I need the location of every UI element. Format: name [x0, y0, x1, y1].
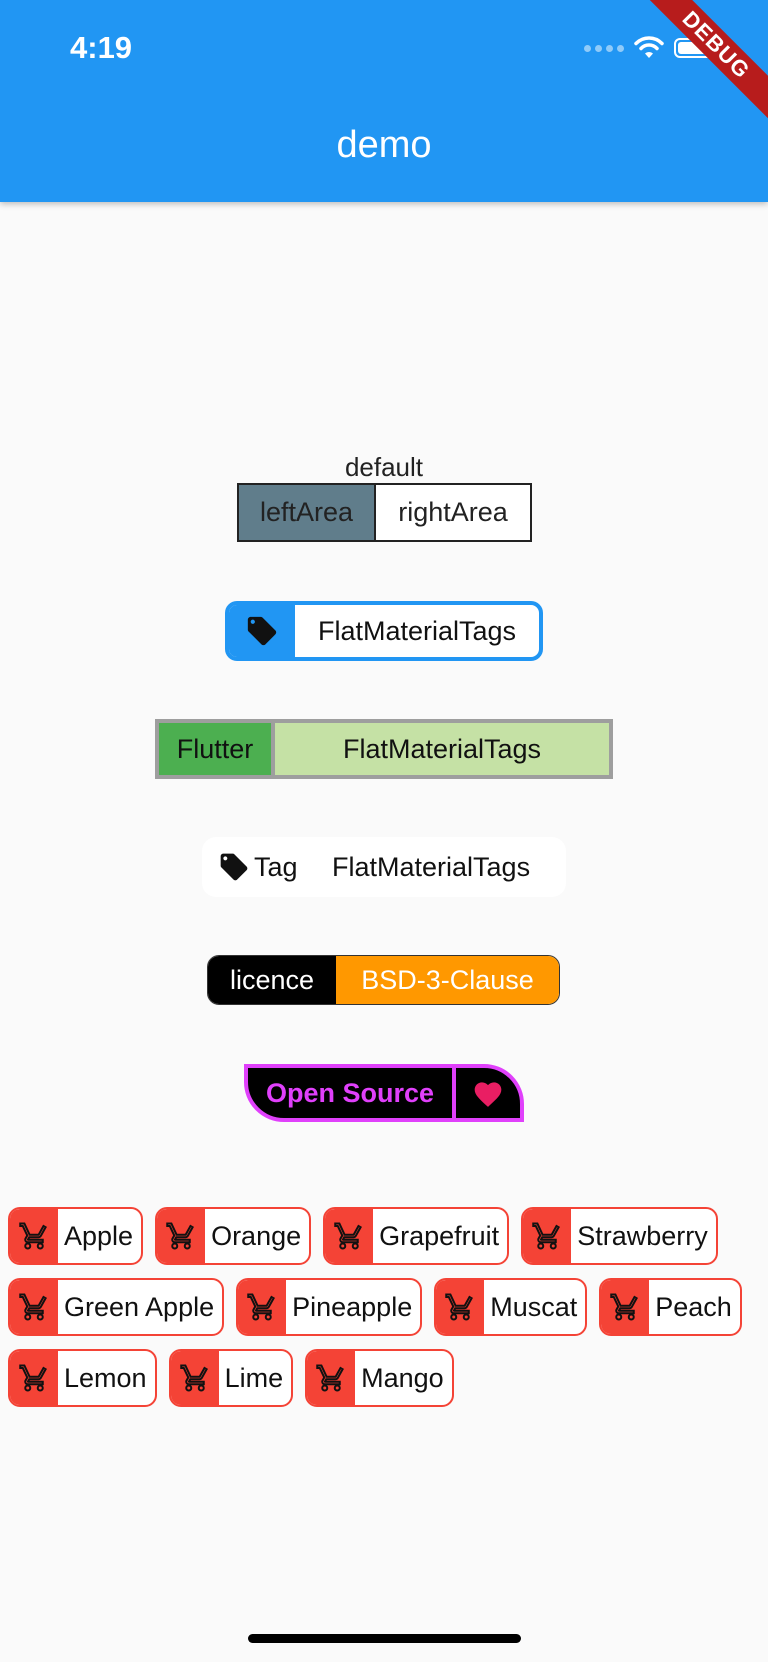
fruit-row-3: Lemon Lime Mango [8, 1349, 466, 1407]
fruit-tag-icon-area [601, 1280, 650, 1334]
fruit-tag-icon-area [238, 1280, 287, 1334]
fruit-tag-icon-area [10, 1280, 58, 1334]
fruit-tag-icon-area [523, 1209, 572, 1263]
fruit-tag[interactable]: Apple [8, 1207, 144, 1265]
fruit-tag-label: Peach [655, 1291, 732, 1322]
shopping-cart-icon [19, 1222, 47, 1250]
fruit-tag-label: Strawberry [577, 1220, 708, 1251]
shopping-cart-icon [247, 1293, 276, 1321]
shopping-cart-icon [445, 1293, 474, 1321]
fruit-tag[interactable]: Muscat [434, 1278, 588, 1336]
white-tag-right: FlatMaterialTags [332, 851, 531, 882]
fruit-tag-label: Pineapple [292, 1291, 413, 1322]
open-source-tag-label: Open Source [248, 1068, 456, 1118]
fruit-tag[interactable]: Green Apple [8, 1278, 225, 1336]
fruit-tag-icon-area [10, 1351, 58, 1405]
fruit-tag-label: Apple [64, 1220, 134, 1251]
shopping-cart-icon [334, 1222, 363, 1250]
shopping-cart-icon [179, 1364, 208, 1392]
white-flat-material-tag[interactable]: Tag FlatMaterialTags [202, 837, 566, 897]
licence-tag-right: BSD-3-Clause [336, 956, 559, 1004]
fruit-tag[interactable]: Strawberry [521, 1207, 718, 1265]
fruit-tag-label: Lemon [64, 1362, 147, 1393]
fruit-tag-label: Orange [211, 1220, 302, 1251]
fruit-tag-icon-area [307, 1351, 356, 1405]
default-caption: default [344, 452, 424, 482]
blue-tag-left [229, 605, 295, 657]
wifi-icon [634, 36, 664, 58]
fruit-tag-label: Mango [361, 1362, 444, 1393]
heart-icon [474, 1082, 502, 1107]
fruit-tag-icon-area [170, 1351, 219, 1405]
fruit-tag[interactable]: Mango [305, 1349, 454, 1407]
blue-tag-right: FlatMaterialTags [317, 615, 517, 646]
fruit-tag-label: Muscat [490, 1291, 578, 1322]
fruit-tag[interactable]: Pineapple [236, 1278, 423, 1336]
shopping-cart-icon [610, 1293, 639, 1321]
default-tag[interactable]: leftArea rightArea [237, 483, 532, 542]
white-tag-left: Tag [218, 851, 332, 883]
fruit-row-2: Green Apple Pineapple Muscat Peach [8, 1278, 754, 1336]
fruit-tag-label: Grapefruit [379, 1220, 500, 1251]
fruit-tag-icon-area [10, 1209, 58, 1263]
fruit-tag-icon-area [325, 1209, 374, 1263]
fruit-tag-label: Lime [224, 1362, 284, 1393]
fruit-tag[interactable]: Lime [168, 1349, 294, 1407]
open-source-tag[interactable]: Open Source [244, 1064, 524, 1122]
fruit-tag[interactable]: Lemon [8, 1349, 157, 1407]
app-title: demo [336, 124, 432, 166]
blue-flat-material-tag[interactable]: FlatMaterialTags [225, 601, 543, 661]
licence-tag-left: licence [208, 956, 336, 1004]
fruit-tag[interactable]: Orange [155, 1207, 312, 1265]
debug-banner-label: DEBUG [648, 0, 768, 120]
green-flat-material-tag[interactable]: Flutter FlatMaterialTags [155, 719, 613, 779]
cellular-signal-icon [584, 44, 624, 52]
default-tag-right: rightArea [398, 497, 508, 527]
tag-icon [220, 853, 248, 881]
fruit-tag-icon-area [436, 1280, 485, 1334]
default-tag-left: leftArea [239, 485, 376, 540]
app-bar: 4:19 demo DEBUG [0, 0, 768, 202]
tag-icon [247, 616, 277, 646]
shopping-cart-icon [316, 1364, 345, 1392]
fruit-tag-label: Green Apple [64, 1291, 215, 1322]
white-tag-label: Tag [254, 851, 298, 882]
debug-banner: DEBUG [648, 0, 768, 120]
home-indicator [248, 1634, 521, 1643]
shopping-cart-icon [532, 1222, 561, 1250]
fruit-tag[interactable]: Peach [599, 1278, 742, 1336]
shopping-cart-icon [19, 1364, 47, 1392]
licence-tag[interactable]: licence BSD-3-Clause [207, 955, 560, 1005]
shopping-cart-icon [166, 1222, 195, 1250]
status-time: 4:19 [70, 30, 133, 65]
shopping-cart-icon [19, 1293, 47, 1321]
fruit-tag-icon-area [157, 1209, 206, 1263]
fruit-tag[interactable]: Grapefruit [323, 1207, 510, 1265]
green-tag-right: FlatMaterialTags [275, 723, 609, 775]
open-source-tag-right [456, 1068, 520, 1118]
green-tag-left: Flutter [159, 723, 275, 775]
fruit-row-1: Apple Orange Grapefruit Strawberry [8, 1207, 730, 1265]
